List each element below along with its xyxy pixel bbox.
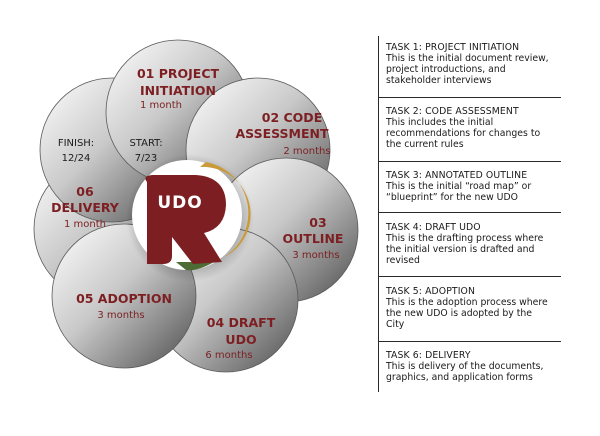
task-desc-line: stakeholder interviews (386, 75, 492, 86)
phase-5-title: 05 ADOPTION (76, 291, 172, 306)
task-divider (379, 161, 561, 162)
project-phase-diagram: UDO FINISH: 12/24 START: 7/23 01 PROJECT… (33, 39, 359, 373)
task-desc-line: “blueprint” for the new UDO (386, 192, 518, 203)
logo-r-shape (145, 175, 226, 264)
task-title: TASK 6: DELIVERY (386, 350, 471, 361)
task-desc-line: This is the initial document review, (386, 53, 549, 64)
task-title: TASK 3: ANNOTATED OUTLINE (386, 170, 528, 181)
task-desc-line: This is the adoption process where (386, 297, 548, 308)
task-title: TASK 4: DRAFT UDO (386, 222, 481, 233)
task-title: TASK 5: ADOPTION (386, 286, 476, 297)
task-4: TASK 4: DRAFT UDO This is the drafting p… (386, 222, 561, 266)
task-2: TASK 2: CODE ASSESSMENT This includes th… (386, 106, 561, 150)
phase-6-title-line2: DELIVERY (51, 200, 120, 215)
task-desc-line: the current rules (386, 139, 464, 150)
logo-green-arc (176, 262, 214, 271)
task-desc-line: the new UDO is adopted by the (386, 308, 533, 319)
task-desc-line: This is the initial “road map” or (386, 181, 532, 192)
finish-date: 12/24 (62, 153, 91, 164)
phase-2-duration: 2 months (283, 146, 330, 157)
phase-4-title: 04 DRAFT (207, 315, 276, 330)
task-desc-line: This is delivery of the documents, (386, 361, 544, 372)
task-desc-line: project introductions, and (386, 64, 506, 75)
phase-2-title-line2: ASSESSMENT (235, 126, 329, 141)
phase-1-title: 01 PROJECT (137, 66, 220, 81)
task-title: TASK 2: CODE ASSESSMENT (386, 106, 519, 117)
phase-4-title-line2: UDO (225, 332, 256, 347)
task-1: TASK 1: PROJECT INITIATION This is the i… (386, 42, 561, 86)
phase-5-duration: 3 months (97, 310, 144, 321)
phase-3-title: 03 (309, 215, 326, 230)
task-desc-line: graphics, and application forms (386, 372, 533, 383)
phase-6-duration: 1 month (64, 219, 106, 230)
phase-2-title: 02 CODE (262, 110, 322, 125)
phase-1-duration: 1 month (140, 100, 182, 111)
start-date: 7/23 (135, 153, 157, 164)
phase-3-duration: 3 months (292, 250, 339, 261)
task-6: TASK 6: DELIVERY This is delivery of the… (386, 350, 561, 383)
task-divider (379, 276, 561, 277)
task-divider (379, 97, 561, 98)
task-desc-line: This is the drafting process where (386, 233, 544, 244)
task-title: TASK 1: PROJECT INITIATION (386, 42, 520, 53)
udo-logo: UDO (132, 160, 251, 271)
start-label: START: (129, 138, 162, 149)
task-desc-line: revised (386, 255, 420, 266)
task-divider (379, 212, 561, 213)
task-5: TASK 5: ADOPTION This is the adoption pr… (386, 286, 561, 330)
task-desc-line: City (386, 319, 405, 330)
finish-label: FINISH: (58, 138, 94, 149)
logo-text: UDO (157, 193, 202, 213)
task-desc-line: recommendations for changes to (386, 128, 541, 139)
phase-1-title-line2: INITIATION (140, 83, 216, 98)
phase-6-title: 06 (76, 184, 94, 199)
task-divider (379, 341, 561, 342)
task-desc-line: This includes the initial (386, 117, 494, 128)
task-3: TASK 3: ANNOTATED OUTLINE This is the in… (386, 170, 561, 203)
task-list: TASK 1: PROJECT INITIATION This is the i… (378, 36, 561, 392)
phase-3-title-line2: OUTLINE (283, 231, 344, 246)
phase-4-duration: 6 months (205, 350, 252, 361)
task-desc-line: the initial version is drafted and (386, 244, 535, 255)
